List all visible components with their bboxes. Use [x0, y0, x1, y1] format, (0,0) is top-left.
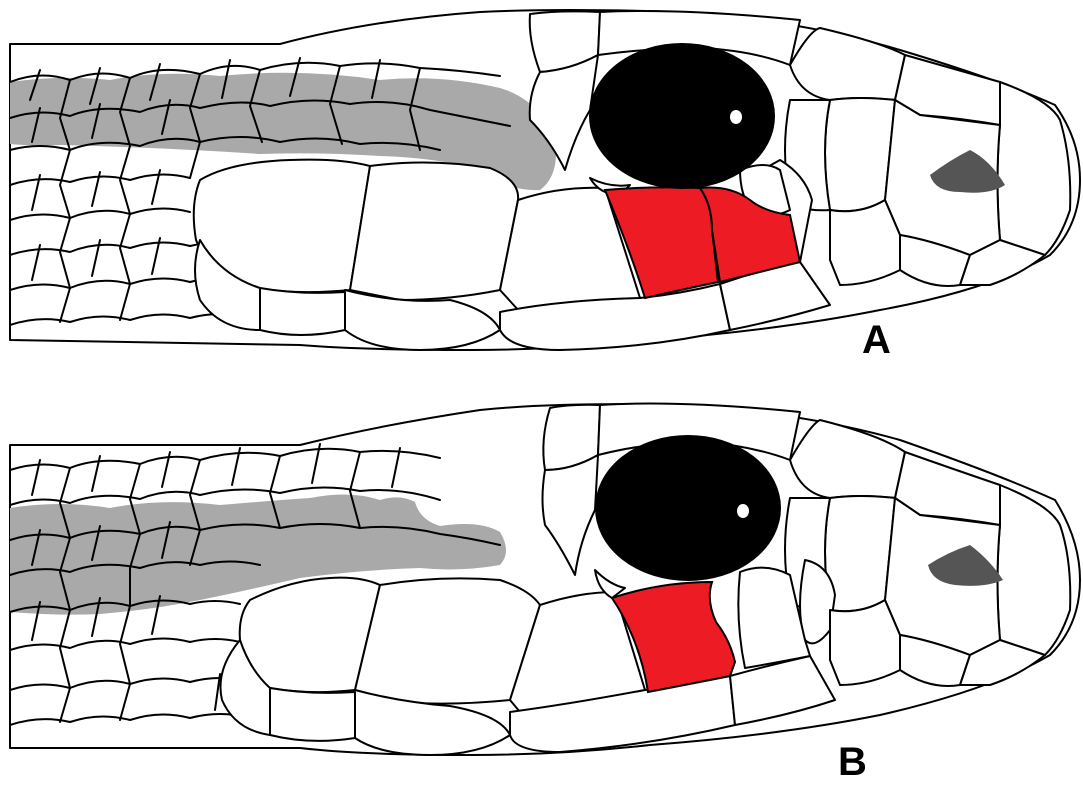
panel-a-head [10, 10, 1080, 350]
eye-highlight-b [737, 504, 749, 518]
panel-label-b: B [838, 740, 867, 785]
eye-a [590, 44, 774, 188]
eye-highlight-a [730, 110, 742, 124]
eye-b [596, 436, 780, 580]
panel-b-head [10, 404, 1080, 755]
panel-label-a: A [862, 318, 891, 363]
